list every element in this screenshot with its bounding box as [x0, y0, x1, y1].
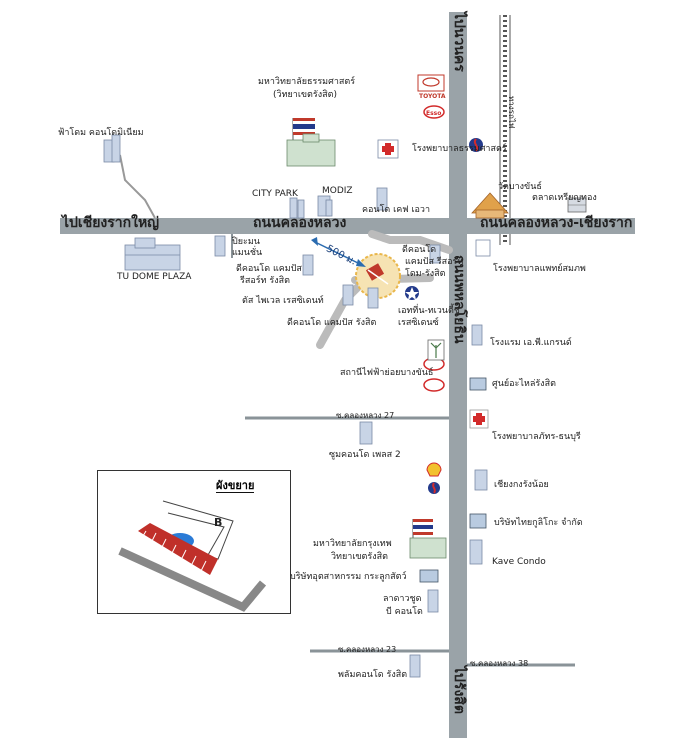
railway-label: ทางรถไฟ — [507, 96, 516, 129]
label-target-2: แคมปัส รีสอร์ท — [405, 257, 464, 267]
shop-building-icon — [419, 377, 487, 583]
label-hotel-ep: โรงแรม เอ.พี.แกรนด์ — [490, 338, 572, 348]
label-tu-line2: (วิทยาเขตรังสิต) — [273, 90, 337, 100]
label-dcondo-rangsit: ดีคอนโด แคมปัส รังสิต — [287, 318, 377, 328]
label-thai-factory: บริษัทไทยกูลิโกะ จำกัด — [494, 518, 583, 528]
label-market: ตลาดเหรียญทอง — [532, 193, 597, 203]
target-location-icon — [355, 253, 401, 299]
road-label-khlong-luang-chiang-rak: ถนนคลองหลวง-เชียงราก — [480, 215, 633, 231]
label-industrial: บริษัทอุตสาหกรรม กระลูกสัตว์ — [290, 572, 407, 582]
label-esso-rangsit-1: เอทที่น-ทเวนตี้ชู — [398, 306, 460, 316]
label-tu-line1: มหาวิทยาลัยธรรมศาสตร์ — [258, 77, 356, 87]
label-la-ville-2: บี คอนโด — [386, 607, 423, 617]
road-label-chiang-rak-yai: ไปเชียงรากใหญ่ — [62, 215, 160, 231]
soi-38-label: ซ.คลองหลวง 38 — [470, 659, 529, 668]
label-pharm-dome: ฟ้าโดม คอนโดมิเนียม — [58, 128, 144, 138]
shell-logo-icon — [426, 462, 442, 477]
distance-arrow — [311, 237, 366, 267]
label-power-station: สถานีไฟฟ้าย่อยบางขันธ์ — [340, 368, 434, 378]
label-target-1: ดีคอนโด — [402, 245, 437, 255]
label-bangkok-uni-1: มหาวิทยาลัยกรุงเทพ — [313, 539, 392, 549]
label-bangkok-uni-2: วิทยาเขตรังสิต — [331, 552, 388, 562]
university-flag-icon — [409, 519, 447, 559]
label-modiz: MODIZ — [322, 186, 353, 196]
toyota-logo-text: TOYOTA — [419, 93, 446, 100]
pharm-dome-road — [119, 154, 156, 219]
soi-27-label: ซ.คลองหลวง 27 — [336, 411, 395, 420]
condo-building-icon — [103, 134, 488, 678]
label-target-3: โดม-รังสิต — [405, 269, 446, 279]
label-piyamon-1: ปิยะมน — [232, 237, 260, 247]
road-label-to-rangsit: ไปรังสิต — [451, 666, 467, 714]
inset-marker-b: B — [214, 516, 223, 529]
label-tu-dome: TU DOME PLAZA — [117, 272, 192, 282]
road-label-to-nava-nakorn: ไปนวนคร — [451, 12, 467, 72]
esso-logo-text: Esso — [426, 110, 442, 117]
inset-title: ผังขยาย — [216, 479, 255, 493]
soi-23-label: ซ.คลองหลวง 23 — [338, 645, 397, 654]
inset-map: ผังขยาย B — [97, 470, 291, 614]
temple-icon — [471, 192, 509, 219]
label-wat: วัดบางขันธ์ — [498, 182, 542, 192]
label-esso-rangsit-2: เรสซิเดนซ์ — [398, 318, 439, 328]
tu-dome-plaza-icon — [124, 237, 181, 271]
esso-logo-icon — [423, 105, 445, 392]
khlong-luang-road — [60, 218, 635, 234]
university-flag-icon — [286, 118, 336, 167]
label-piyamon-2: แมนชั่น — [232, 248, 263, 258]
label-honda: ศูนย์อะไหล่รังสิต — [492, 379, 556, 389]
inset-drawing — [118, 500, 267, 612]
label-hospital-pattaya: โรงพยาบาลแพทย์สมภพ — [493, 264, 586, 274]
label-tu-hospital: โรงพยาบาลธรรมศาสตร์ — [412, 144, 507, 154]
label-condo-kafe: คอนโด เคฟ เอวา — [362, 205, 431, 215]
label-city-park: CITY PARK — [252, 189, 298, 199]
wind-power-icon — [427, 339, 445, 361]
road-label-khlong-luang: ถนนคลองหลวง — [253, 215, 347, 231]
project-site-hatched — [138, 523, 218, 575]
label-champ-1: ดีคอนโด แคมปัส — [236, 264, 302, 274]
label-plum-condo: พลัมคอนโด รังสิต — [338, 670, 408, 680]
market-icon — [567, 197, 587, 213]
label-chiang: เชียงกงรังน้อย — [494, 480, 549, 490]
phahon-yothin-road — [449, 12, 467, 738]
label-champ-2: รีสอร์ท รังสิต — [240, 276, 290, 286]
hospital-cross-icon — [377, 139, 491, 429]
label-atwell: ตัส ไพเวล เรสซิเดนท์ — [242, 296, 324, 306]
label-la-ville-1: ลาดาวชูด — [383, 594, 422, 604]
toyota-logo-icon — [417, 74, 445, 92]
label-kave-condo: Kave Condo — [492, 557, 546, 567]
label-hospital-phatra: โรงพยาบาลภัทร-ธนบุรี — [492, 432, 581, 442]
label-dcondo-place: ซูมคอนโด เพลส 2 — [329, 450, 401, 460]
ptt-logo-icon — [405, 138, 483, 494]
road-label-phahon-yothin: ถนนพหลโยธิน — [451, 255, 467, 344]
